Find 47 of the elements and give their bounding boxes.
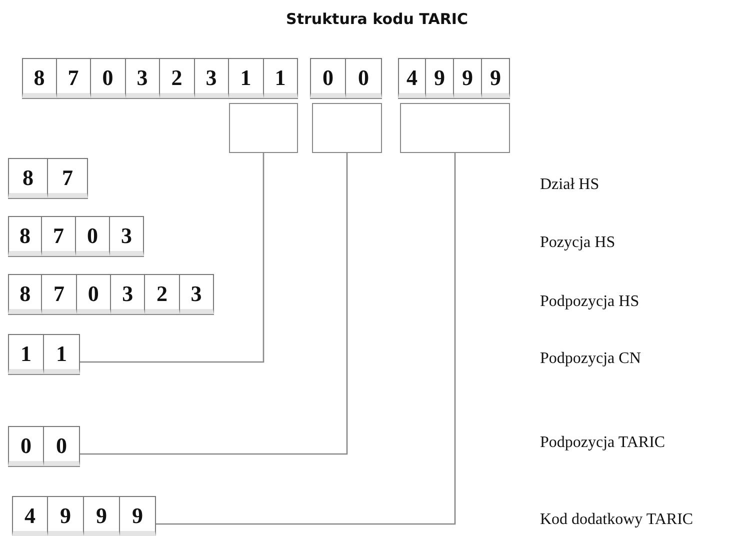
digit-cell: 0 xyxy=(310,58,346,98)
digit-cell: 0 xyxy=(76,216,110,256)
digit-cell: 0 xyxy=(91,58,126,98)
digit-cell: 8 xyxy=(8,274,42,314)
connector-line xyxy=(80,153,264,363)
digit-cell: 7 xyxy=(56,58,91,98)
digit-cell: 7 xyxy=(42,216,76,256)
digit-cell: 3 xyxy=(126,58,160,98)
connector-line xyxy=(156,153,456,525)
digit-cell: 0 xyxy=(8,426,44,466)
digit-cell: 7 xyxy=(48,158,88,198)
diagram-title: Struktura kodu TARIC xyxy=(285,10,469,28)
digit-cell: 8 xyxy=(8,158,48,198)
digit-cell: 3 xyxy=(110,274,146,314)
digit-cell: 9 xyxy=(48,496,84,536)
digit-cell: 9 xyxy=(84,496,120,536)
digit-cell: 3 xyxy=(194,58,229,98)
level-label: Podpozycja HS xyxy=(540,293,640,311)
digit-cell: 9 xyxy=(120,496,156,536)
digit-cell: 4 xyxy=(12,496,48,536)
digit-cell: 9 xyxy=(482,58,510,98)
digit-cell: 8 xyxy=(22,58,56,98)
empty-box xyxy=(229,103,298,153)
digit-cell: 9 xyxy=(454,58,482,98)
digit-cell: 3 xyxy=(110,216,144,256)
digit-cell: 1 xyxy=(44,334,80,374)
empty-box xyxy=(400,103,510,153)
level-label: Kod dodatkowy TARIC xyxy=(540,511,694,529)
digit-cell: 9 xyxy=(426,58,454,98)
digit-cell: 0 xyxy=(346,58,382,98)
level-label: Dział HS xyxy=(540,176,600,194)
digit-cell: 0 xyxy=(44,426,80,466)
digit-cell: 1 xyxy=(229,58,264,98)
digit-cell: 4 xyxy=(398,58,426,98)
digit-cell: 1 xyxy=(8,334,44,374)
digit-cell: 2 xyxy=(160,58,194,98)
level-label: Pozycja HS xyxy=(540,234,616,252)
connector-line xyxy=(80,153,348,455)
digit-cell: 2 xyxy=(145,274,180,314)
digit-cell: 3 xyxy=(180,274,214,314)
digit-cell: 1 xyxy=(264,58,298,98)
empty-box xyxy=(312,103,382,153)
digit-cell: 7 xyxy=(42,274,77,314)
level-label: Podpozycja CN xyxy=(540,350,641,368)
level-label: Podpozycja TARIC xyxy=(540,434,666,452)
digit-cell: 0 xyxy=(76,274,111,314)
digit-cell: 8 xyxy=(8,216,42,256)
